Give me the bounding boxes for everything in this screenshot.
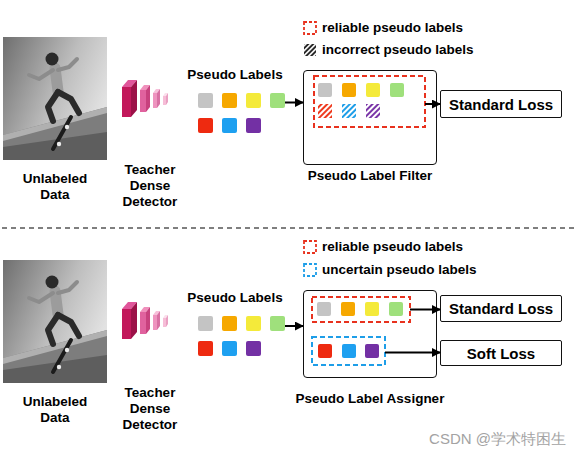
legend-swatch (303, 21, 317, 35)
node-label: Teacher Dense Detector (118, 385, 182, 433)
assigned-labels-part (312, 297, 410, 322)
assigned-labels-part (342, 344, 356, 358)
pseudo-label-squares-part (222, 93, 237, 108)
legend-swatch (303, 43, 317, 57)
arrow-connector (385, 352, 440, 354)
filtered-labels (314, 76, 425, 127)
assigned-labels (312, 297, 410, 365)
pseudo-label-squares-part (198, 118, 213, 133)
pseudo-label-squares (198, 93, 285, 133)
legend-text: incorrect pseudo labels (322, 42, 474, 57)
pseudo-label-squares-part (246, 316, 261, 331)
legend-row: reliable pseudo labels (303, 239, 463, 254)
assigned-labels-part (317, 302, 331, 316)
arrow-connector (285, 325, 303, 327)
assigner-box: Pseudo Label Assigner (303, 290, 437, 378)
panel-separator (2, 227, 575, 228)
legend-sample (304, 22, 316, 34)
filter-box: Pseudo Label Filter (303, 70, 437, 165)
assigned-labels-part (318, 344, 332, 358)
pseudo-label-squares-part (222, 118, 237, 133)
assigned-labels-part (389, 302, 403, 316)
loss-box: Soft Loss (440, 340, 562, 366)
node-label: Pseudo Labels (185, 290, 285, 306)
legend-swatch (303, 263, 317, 277)
pseudo-label-squares-part (246, 118, 261, 133)
pseudo-label-squares-part (246, 93, 261, 108)
arrow-connector (410, 309, 440, 311)
assigned-labels-part (312, 337, 385, 365)
pseudo-label-squares-part (270, 316, 285, 331)
skateboard-photo (3, 37, 107, 160)
filtered-labels-part (366, 83, 380, 97)
legend-sample (304, 241, 316, 253)
pseudo-label-squares-part (198, 93, 213, 108)
pseudo-label-group: Pseudo Labels (185, 290, 285, 362)
node-label: Pseudo Labels (185, 67, 285, 83)
legend-text: reliable pseudo labels (322, 239, 463, 254)
detector-icon (122, 80, 168, 117)
filtered-labels-part (390, 83, 404, 97)
loss-box: Standard Loss (440, 295, 562, 322)
pseudo-label-squares-part (222, 316, 237, 331)
filtered-labels-part (342, 104, 356, 118)
pseudo-label-squares-part (222, 341, 237, 356)
assigned-labels-part (365, 344, 379, 358)
watermark: CSDN @学术特困生 (429, 430, 566, 449)
pseudo-label-squares (198, 316, 285, 356)
node-label: Pseudo Label Filter (284, 168, 456, 184)
assigned-labels-part (341, 302, 355, 316)
legend-row: uncertain pseudo labels (303, 262, 477, 277)
filtered-labels-part (318, 104, 332, 118)
assigned-labels-part (365, 302, 379, 316)
legend-swatch (303, 240, 317, 254)
legend-row: incorrect pseudo labels (303, 42, 474, 57)
legend-text: reliable pseudo labels (322, 20, 463, 35)
image-caption-node: Unlabeled Data (3, 37, 107, 203)
arrow-connector (425, 103, 440, 105)
detector-icon (122, 302, 168, 339)
box-label: Soft Loss (467, 345, 535, 362)
pseudo-label-group: Pseudo Labels (185, 67, 285, 135)
detector-node: Teacher Dense Detector (115, 297, 185, 433)
filtered-labels-part (342, 83, 356, 97)
legend-sample (304, 44, 316, 56)
node-label: Teacher Dense Detector (118, 162, 182, 210)
filtered-labels-part (314, 76, 425, 127)
legend-row: reliable pseudo labels (303, 20, 463, 35)
pseudo-label-squares-part (198, 316, 213, 331)
filtered-labels-part (318, 83, 332, 97)
arrow-connector (285, 102, 303, 104)
box-label: Standard Loss (449, 96, 553, 113)
pseudo-label-squares-part (198, 341, 213, 356)
node-label: Pseudo Label Assigner (284, 391, 456, 407)
legend-sample (304, 264, 316, 276)
node-label: Unlabeled Data (19, 394, 91, 426)
pseudo-label-squares-part (246, 341, 261, 356)
pseudo-label-squares-part (270, 93, 285, 108)
box-label: Standard Loss (449, 300, 553, 317)
node-label: Unlabeled Data (19, 171, 91, 203)
legend-text: uncertain pseudo labels (322, 262, 477, 277)
filtered-labels-part (366, 104, 380, 118)
image-caption-node: Unlabeled Data (3, 260, 107, 426)
skateboard-photo (3, 260, 107, 383)
detector-node: Teacher Dense Detector (115, 75, 185, 210)
loss-box: Standard Loss (440, 90, 562, 118)
